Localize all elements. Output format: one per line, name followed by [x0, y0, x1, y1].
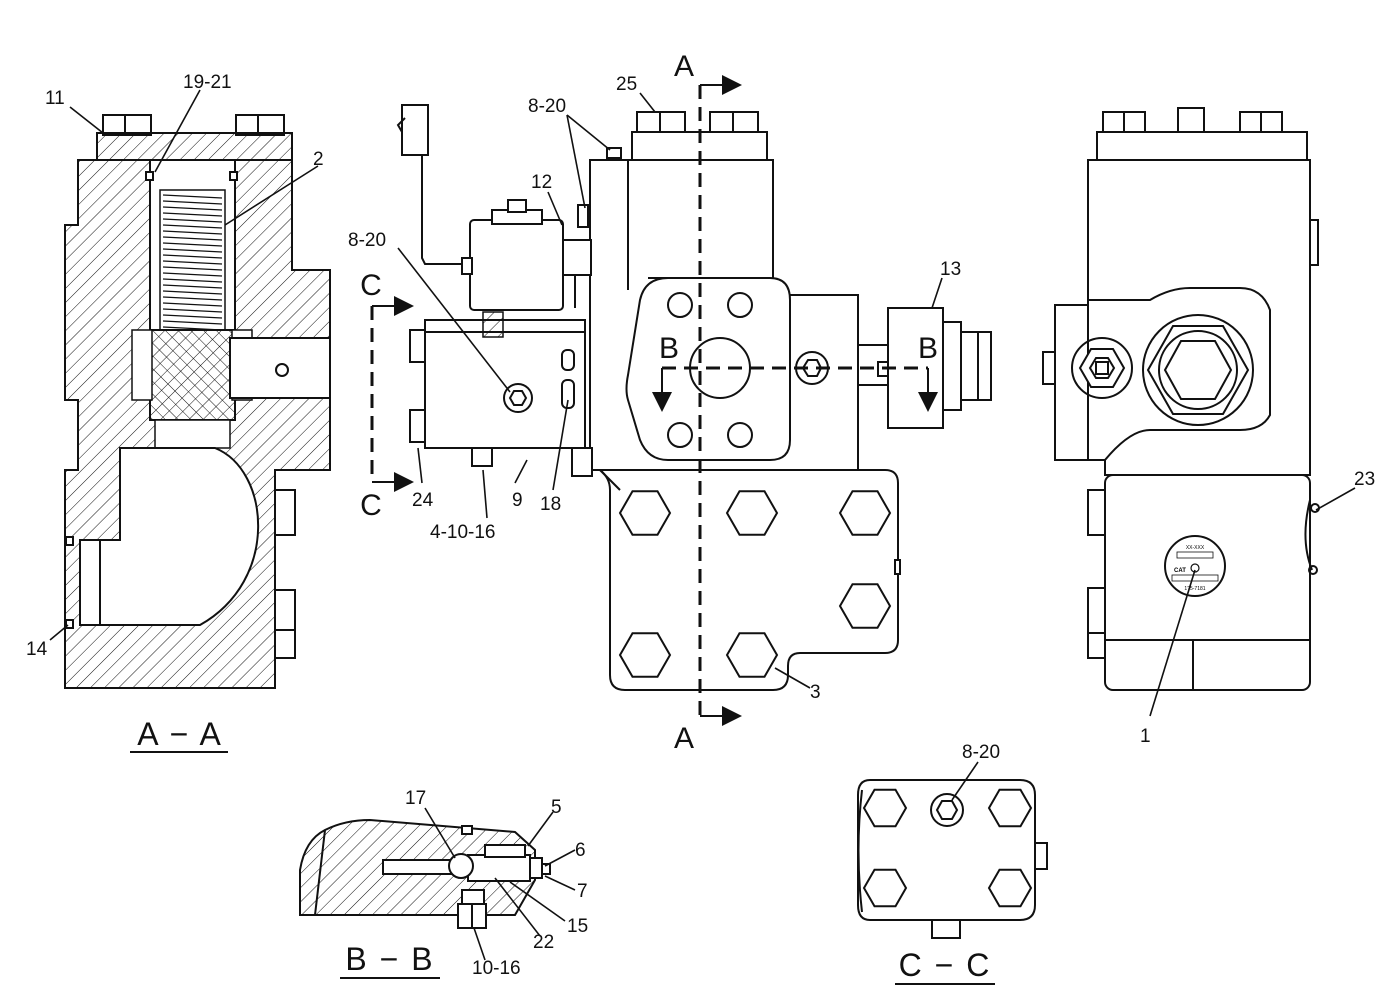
spring-coil — [162, 302, 223, 307]
spring-coil — [162, 254, 223, 259]
hex-bolt-head — [862, 868, 908, 908]
spring-coil — [162, 278, 223, 283]
spring-coil — [162, 230, 223, 235]
callout-3: 3 — [810, 682, 821, 703]
callout-25: 25 — [616, 74, 637, 95]
marker-a-top: A — [674, 50, 694, 83]
hex-bolt-head — [725, 490, 779, 536]
front-view — [396, 104, 992, 691]
marker-c-top: C — [360, 269, 382, 302]
hex-bolt-head — [725, 632, 779, 678]
callout-15: 15 — [567, 916, 588, 937]
spring-coil — [162, 260, 223, 265]
callout-8-20-left: 8-20 — [348, 230, 386, 251]
callout-24: 24 — [412, 490, 434, 511]
spring-coil — [162, 206, 223, 211]
spring — [159, 189, 226, 331]
callout-6: 6 — [575, 840, 586, 861]
spring-coil — [162, 200, 223, 205]
section-aa-title: A − A — [137, 716, 223, 752]
callout-10-16: 10-16 — [472, 958, 521, 979]
section-cc-title: C − C — [899, 947, 992, 983]
callout-13: 13 — [940, 259, 961, 280]
spring-coil — [162, 296, 223, 301]
callout-2: 2 — [313, 149, 324, 170]
spring-coil — [162, 314, 223, 319]
spring-coil — [162, 272, 223, 277]
callout-17: 17 — [405, 788, 426, 809]
callout-8-20-cc: 8-20 — [962, 742, 1000, 763]
spring-coil — [162, 308, 223, 313]
side-view: XX-XXX CAT 1?5-7181 — [1042, 107, 1320, 691]
section-aa-view — [64, 114, 331, 689]
callout-14: 14 — [26, 639, 48, 660]
spring-coil — [162, 194, 223, 199]
spring-coil — [162, 242, 223, 247]
hex-bolt-head — [862, 788, 908, 828]
hex-bolt-head — [618, 490, 672, 536]
hex-bolt-head — [987, 868, 1033, 908]
hex-bolt-head — [987, 788, 1033, 828]
spring-coil — [162, 218, 223, 223]
hex-bolt-head — [618, 632, 672, 678]
spring-coil — [162, 284, 223, 289]
callout-4-10-16: 4-10-16 — [430, 522, 496, 543]
callout-23: 23 — [1354, 469, 1375, 490]
callout-12: 12 — [531, 172, 552, 193]
spring-coil — [162, 212, 223, 217]
callout-9: 9 — [512, 490, 523, 511]
callout-11: 11 — [45, 88, 65, 109]
marker-b-left: B — [659, 332, 679, 365]
nameplate: XX-XXX CAT 1?5-7181 — [1164, 535, 1226, 597]
callout-5: 5 — [551, 797, 562, 818]
callout-19-21: 19-21 — [183, 72, 232, 93]
cutting-plane-b — [652, 366, 938, 412]
cutting-plane-a — [698, 75, 742, 726]
callout-7: 7 — [577, 881, 588, 902]
marker-c-bottom: C — [360, 489, 382, 522]
plate-hex-bolts — [618, 490, 892, 678]
spring-coil — [162, 224, 223, 229]
section-bb-title: B − B — [345, 941, 434, 977]
spring-coil — [162, 320, 223, 325]
marker-b-right: B — [918, 332, 938, 365]
nameplate-model: XX-XXX — [1186, 545, 1205, 551]
cutting-plane-c — [370, 296, 414, 492]
marker-a-bottom: A — [674, 722, 694, 755]
spring-coil — [162, 248, 223, 253]
callout-22: 22 — [533, 932, 554, 953]
spring-coil — [162, 290, 223, 295]
hex-bolt-head — [838, 490, 892, 536]
nameplate-part-number: 1?5-7181 — [1184, 586, 1205, 592]
spring-coil — [162, 266, 223, 271]
callout-8-20-top: 8-20 — [528, 96, 566, 117]
callout-1: 1 — [1140, 726, 1151, 747]
section-bb-view — [299, 818, 551, 929]
hex-bolt-head — [838, 583, 892, 629]
callout-18: 18 — [540, 494, 561, 515]
cc-hex-bolts — [862, 788, 1033, 908]
spring-coil — [162, 236, 223, 241]
nameplate-brand: CAT — [1174, 568, 1186, 574]
